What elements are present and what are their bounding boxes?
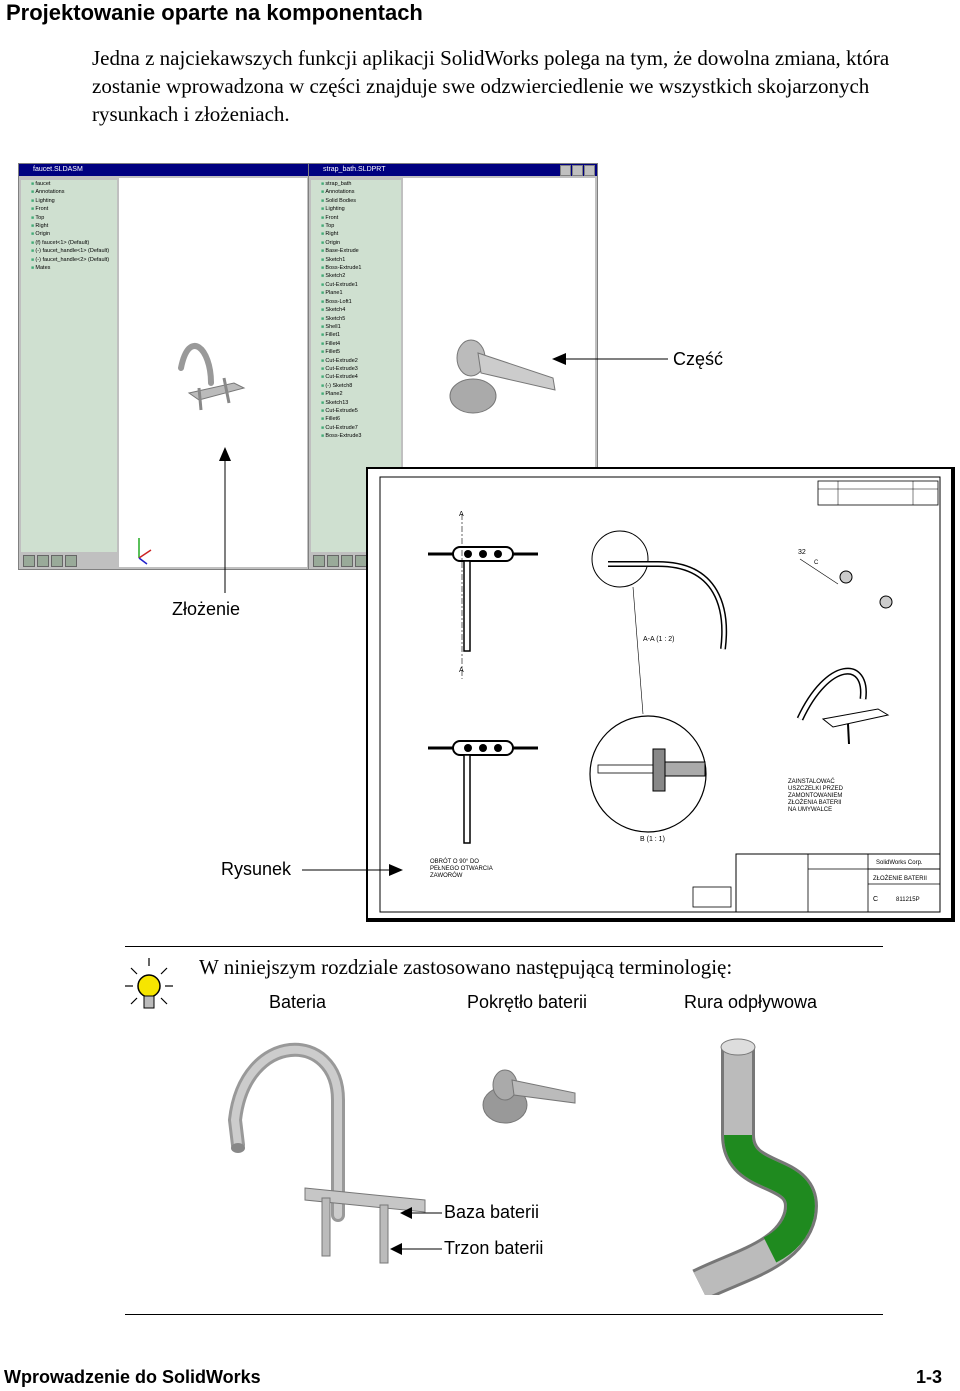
tip-bottom-rule — [125, 1314, 883, 1315]
angle-letter: C — [814, 560, 819, 566]
part-callout-arrow — [552, 353, 668, 365]
intro-paragraph: Jedna z najciekawszych funkcji aplikacji… — [92, 46, 890, 126]
tree-item[interactable]: Cut-Extrude5 — [321, 407, 401, 415]
tree-item[interactable]: Annotations — [321, 188, 401, 196]
part-callout-label: Część — [673, 349, 724, 369]
tree-item[interactable]: Right — [31, 222, 117, 230]
drawing-callout-arrow — [302, 864, 403, 876]
titleblock-company: SolidWorks Corp. — [876, 860, 923, 866]
tree-item[interactable]: Cut-Extrude2 — [321, 357, 401, 365]
assembly-window-title: faucet.SLDASM — [19, 164, 309, 176]
tree-item[interactable]: Boss-Extrude1 — [321, 264, 401, 272]
tree-item[interactable]: Sketch13 — [321, 399, 401, 407]
faucet-handle-model — [449, 339, 556, 414]
faucet-illustration — [227, 1042, 426, 1264]
footer-book-title: Wprowadzenie do SolidWorks — [4, 1367, 261, 1387]
tree-item[interactable]: Right — [321, 230, 401, 238]
isometric-view: 32 C — [796, 549, 893, 745]
section-view-aa — [591, 530, 728, 715]
top-view-b — [428, 740, 538, 844]
footer-page-number: 1-3 — [915, 1367, 942, 1387]
angle-note: 32 — [798, 549, 806, 556]
tree-item[interactable]: (-) faucet_handle<1> (Default) — [31, 247, 117, 255]
tree-item[interactable]: Fillet5 — [321, 348, 401, 356]
drawing-sheet: A A A-A (1 : 2) B (1 : 1) 32 C — [366, 467, 955, 922]
section-marker-bottom: A — [459, 667, 464, 674]
tree-item[interactable]: Cut-Extrude3 — [321, 365, 401, 373]
titleblock-name: ZŁOŻENIE BATERII — [873, 875, 927, 882]
tip-top-rule — [125, 946, 883, 947]
term-faucet: Bateria — [269, 992, 327, 1012]
install-note: ZAINSTALOWAĆ USZCZELKI PRZED ZAMONTOWANI… — [788, 778, 845, 813]
tree-item[interactable]: (-) Sketch8 — [321, 382, 401, 390]
tree-item[interactable]: Sketch4 — [321, 306, 401, 314]
detail-view-b — [589, 715, 707, 833]
top-view-a — [428, 514, 538, 679]
assembly-callout-arrow — [219, 447, 231, 593]
tree-item[interactable]: Annotations — [31, 188, 117, 196]
tree-item[interactable]: Fillet1 — [321, 331, 401, 339]
tree-item[interactable]: Lighting — [31, 197, 117, 205]
assembly-toolbar[interactable] — [23, 555, 77, 567]
tree-item[interactable]: Plane2 — [321, 390, 401, 398]
tree-item[interactable]: Sketch1 — [321, 256, 401, 264]
tree-item[interactable]: Origin — [31, 230, 117, 238]
assembly-window: faucet.SLDASM faucetAnnotationsLightingF… — [18, 163, 310, 570]
drawing-callout-label: Rysunek — [221, 859, 292, 879]
tree-item[interactable]: Front — [31, 205, 117, 213]
tree-item[interactable]: Origin — [321, 239, 401, 247]
tree-item[interactable]: Shell1 — [321, 323, 401, 331]
titleblock-size: C — [873, 896, 878, 903]
lightbulb-icon — [125, 958, 173, 1009]
faucet-assembly-model — [138, 343, 246, 565]
drain-pipe-illustration — [692, 1038, 818, 1295]
term-drain-pipe: Rura odpływowa — [684, 992, 818, 1012]
tree-item[interactable]: Mates — [31, 264, 117, 272]
tree-item[interactable]: (f) faucet<1> (Default) — [31, 239, 117, 247]
stem-label: Trzon baterii — [444, 1238, 544, 1258]
assembly-callout-label: Złożenie — [172, 599, 241, 619]
part-window-title: strap_bath.SLDPRT — [309, 164, 597, 176]
tree-item[interactable]: Plane1 — [321, 289, 401, 297]
assembly-feature-tree[interactable]: faucetAnnotationsLightingFrontTopRightOr… — [21, 180, 117, 552]
tree-item[interactable]: Top — [31, 214, 117, 222]
tree-item[interactable]: Top — [321, 222, 401, 230]
base-label-arrow — [400, 1207, 442, 1219]
title-block — [692, 853, 941, 913]
tree-item[interactable]: Fillet4 — [321, 340, 401, 348]
tree-item[interactable]: Cut-Extrude4 — [321, 373, 401, 381]
tree-item[interactable]: Fillet6 — [321, 415, 401, 423]
tree-item[interactable]: Boss-Extrude3 — [321, 432, 401, 440]
tree-item[interactable]: Cut-Extrude1 — [321, 281, 401, 289]
tree-item[interactable]: Cut-Extrude7 — [321, 424, 401, 432]
tree-item[interactable]: Front — [321, 214, 401, 222]
drawing-content: A A A-A (1 : 2) B (1 : 1) 32 C — [379, 476, 941, 913]
tree-item[interactable]: Boss-Loft1 — [321, 298, 401, 306]
tree-item[interactable]: Base-Extrude — [321, 247, 401, 255]
titleblock-number: 811215P — [896, 897, 920, 903]
tree-item[interactable]: faucet — [31, 180, 117, 188]
part-toolbar[interactable] — [313, 555, 367, 567]
section-aa-label: A-A (1 : 2) — [643, 636, 675, 643]
detail-b-label: B (1 : 1) — [640, 836, 665, 843]
tree-item[interactable]: (-) faucet_handle<2> (Default) — [31, 256, 117, 264]
base-label: Baza baterii — [444, 1202, 540, 1222]
section-marker-top: A — [459, 511, 464, 518]
assembly-viewport[interactable] — [119, 178, 307, 567]
tree-item[interactable]: Lighting — [321, 205, 401, 213]
tip-text: W niniejszym rozdziale zastosowano nastę… — [199, 955, 733, 979]
tree-item[interactable]: Sketch5 — [321, 315, 401, 323]
term-handle: Pokrętło baterii — [467, 992, 588, 1012]
tree-item[interactable]: Sketch2 — [321, 272, 401, 280]
tree-item[interactable]: strap_bath — [321, 180, 401, 188]
page-title: Projektowanie oparte na komponentach — [6, 0, 423, 25]
turn-note: OBRÓT O 90° DO PEŁNEGO OTWARCIA ZAWORÓW — [430, 858, 494, 879]
tree-item[interactable]: Solid Bodies — [321, 197, 401, 205]
stem-label-arrow — [390, 1243, 442, 1255]
axis-triad-icon — [138, 538, 152, 565]
handle-illustration — [482, 1069, 576, 1124]
